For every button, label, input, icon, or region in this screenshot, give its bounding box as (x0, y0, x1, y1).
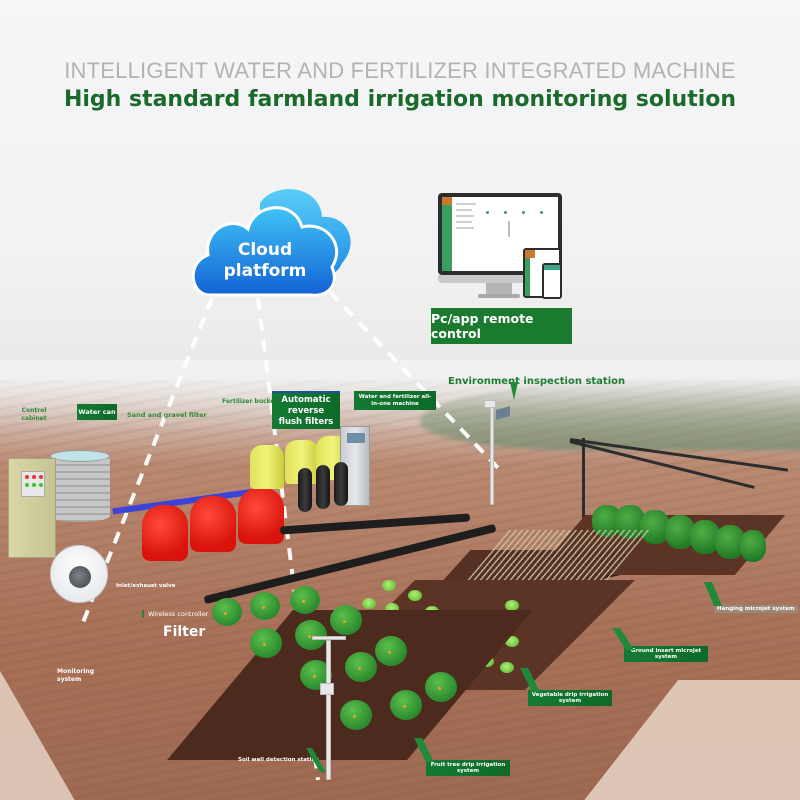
water-can-top (50, 450, 110, 462)
label-monitoring-system: Monitoring system (57, 668, 94, 683)
label-hanging-microjet: Hanging microjet system (714, 605, 798, 613)
hanging-rail-post (582, 438, 585, 518)
label-fruit-tree-drip: Fruit tree drip irrigation system (426, 760, 510, 776)
sand-filter-2 (190, 496, 236, 552)
label-soil-wall-station: Soil wall detection station (238, 757, 320, 763)
label-sand-gravel-filter: Sand and gravel filter (127, 411, 207, 419)
disc-filter-3 (334, 462, 348, 506)
phone (542, 263, 562, 299)
label-vegetable-drip: Vegetable drip irrigation system (528, 690, 612, 706)
control-cabinet (8, 458, 56, 558)
cloud-label-line2: platform (223, 261, 307, 281)
cloud-platform-label: Cloud platform (190, 240, 340, 282)
label-wireless-controller: Wireless controller (142, 610, 208, 618)
label-environment-station: Environment inspection station (448, 376, 626, 387)
eyebrow-heading: INTELLIGENT WATER AND FERTILIZER INTEGRA… (64, 58, 736, 83)
label-control-cabinet: Control cabinet (21, 407, 47, 422)
page-title: High standard farmland irrigation monito… (63, 87, 737, 112)
water-can (50, 452, 110, 522)
label-fertilizer-bucket: Fertilizer bucket (222, 398, 278, 405)
disc-filter-2 (316, 465, 330, 509)
label-filter: Filter (163, 624, 206, 640)
label-water-can: Water can (77, 404, 117, 420)
monitoring-camera (50, 545, 108, 603)
sky-background (0, 0, 800, 420)
label-auto-reverse-flush-filters: Automatic reverse flush filters (272, 391, 340, 429)
cloud-icon (191, 189, 351, 297)
cloud-platform: Cloud platform (190, 185, 360, 300)
sand-filter-1 (142, 505, 188, 561)
remote-control-label: Pc/app remote control (431, 308, 572, 344)
sand-filter-3 (238, 488, 284, 544)
label-water-fertilizer-machine: Water and fertilizer all-in-one machine (354, 391, 436, 410)
soil-station-pole (326, 640, 331, 780)
label-ground-insert-microjet: Ground insert microjet system (624, 646, 708, 662)
fertilizer-bucket-1 (250, 445, 284, 489)
soil-station-arm (312, 636, 346, 640)
soil-station-sensor (320, 683, 334, 695)
environment-sensor (484, 400, 496, 408)
monitor-tablet-phone-icon (438, 193, 566, 303)
label-inlet-exhaust-valve: Inlet/exhaust valve (116, 583, 176, 589)
cloud-label-line1: Cloud (237, 240, 293, 260)
camera-icon (69, 566, 91, 588)
disc-filter-1 (298, 468, 312, 512)
